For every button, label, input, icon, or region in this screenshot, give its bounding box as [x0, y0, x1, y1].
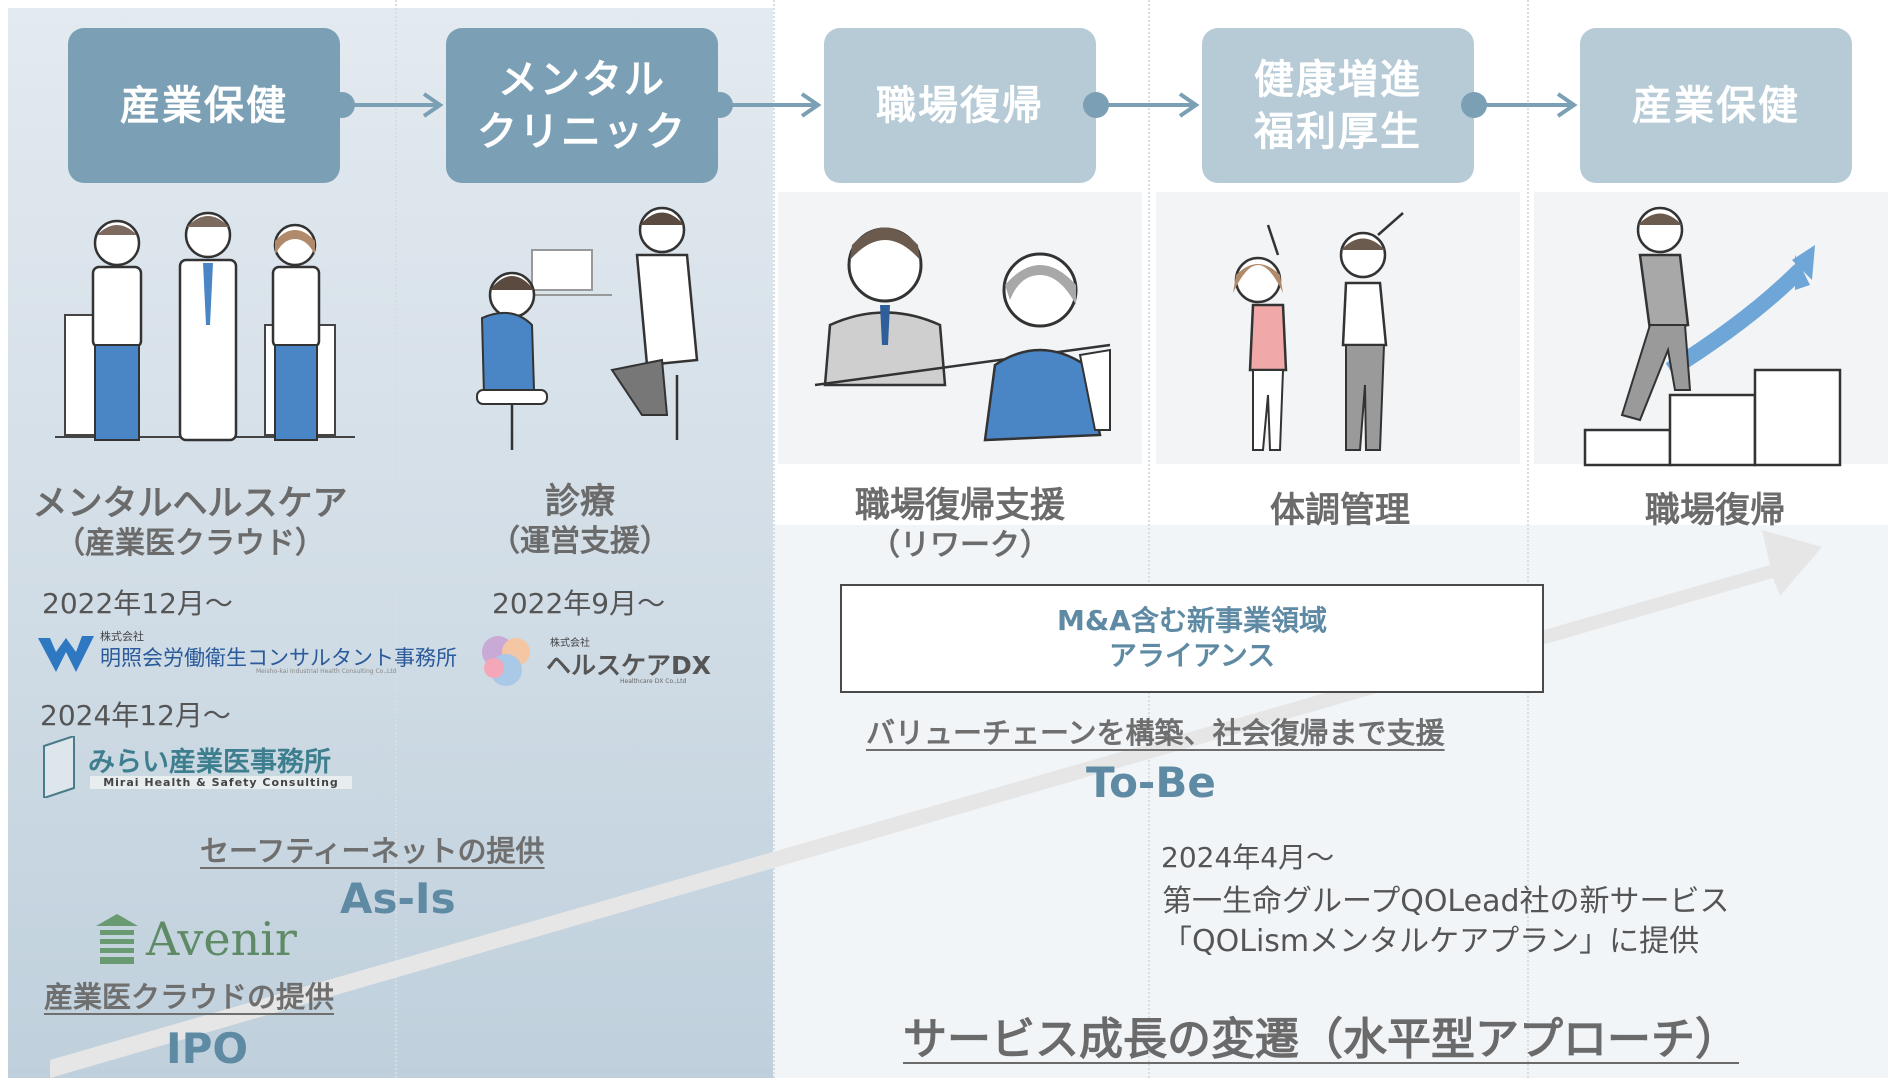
healthcare-dx-logo-icon	[482, 636, 530, 686]
page-title: サービス成長の変遷（水平型アプローチ）	[903, 1014, 1739, 1065]
start-date-healthcare-dx: 2022年9月～	[492, 587, 666, 620]
avenir-building-icon	[96, 914, 138, 964]
return-to-work-meeting-illustration	[814, 227, 1111, 442]
start-date-mirai: 2024年12月～	[40, 699, 231, 732]
service-sub: （産業医クラウド）	[55, 526, 325, 561]
column-divider	[395, 0, 397, 1078]
as-is-label: As-Is	[340, 874, 456, 923]
service-main: 職場復帰	[1644, 491, 1785, 531]
column-divider	[1527, 0, 1529, 1078]
mirai-logo-name: みらい産業医事務所	[88, 747, 331, 778]
mirai-logo-en: Mirai Health & Safety Consulting	[90, 776, 352, 789]
health-stretching-illustration	[1233, 212, 1404, 451]
start-date-qolead: 2024年4月～	[1161, 841, 1335, 874]
stage-occupational-health: 産業保健	[68, 28, 340, 183]
stage-health-promotion: 健康増進 福利厚生	[1202, 28, 1474, 183]
stage-occupational-health-2: 産業保健	[1580, 28, 1852, 183]
service-label-clinic: 診療 （運営支援）	[455, 481, 705, 561]
stage-connectors	[329, 92, 1578, 118]
ipo-label: IPO	[166, 1024, 249, 1073]
service-label-return-support: 職場復帰支援 （リワーク）	[810, 485, 1110, 565]
column-divider	[773, 0, 775, 1078]
value-chain-label: バリューチェーンを構築、社会復帰まで支援	[866, 716, 1445, 750]
avenir-logo: Avenir	[94, 912, 314, 968]
safety-net-label: セーフティーネットの提供	[200, 834, 545, 868]
column-divider	[1148, 0, 1150, 1078]
service-main: メンタルヘルスケア	[32, 484, 348, 524]
qolead-description: 第一生命グループQOLead社の新サービス 「QOLismメンタルケアプラン」に…	[1162, 884, 1730, 959]
service-main: 職場復帰支援	[854, 486, 1065, 526]
meisho-logo-icon	[38, 636, 94, 672]
meisho-logo-name: 明照会労働衛生コンサルタント事務所	[100, 646, 457, 670]
healthcare-dx-logo-small: 株式会社	[550, 638, 590, 649]
to-be-label: To-Be	[1086, 758, 1216, 807]
avenir-logo-text: Avenir	[146, 912, 297, 966]
healthcare-dx-logo-en: Healthcare DX Co.,Ltd	[620, 678, 687, 685]
sangyoui-cloud-label: 産業医クラウドの提供	[44, 980, 335, 1014]
service-main: 体調管理	[1269, 491, 1410, 531]
stage-return-to-work: 職場復帰	[824, 28, 1096, 183]
service-sub: （運営支援）	[490, 524, 670, 559]
healthcare-dx-logo-name: ヘルスケアDX	[546, 651, 712, 680]
service-label-return: 職場復帰	[1575, 490, 1855, 532]
service-sub: （リワーク）	[870, 528, 1050, 563]
service-label-mental-health: メンタルヘルスケア （産業医クラウド）	[30, 483, 350, 563]
stairs-climbing-illustration	[1583, 206, 1842, 467]
medical-staff-illustration	[55, 211, 355, 442]
service-main: 診療	[544, 482, 615, 522]
clinic-consultation-illustration	[476, 206, 699, 450]
start-date-meisho: 2022年12月～	[42, 587, 233, 620]
healthcare-dx-logo: 株式会社 ヘルスケアDX Healthcare DX Co.,Ltd	[476, 630, 711, 690]
service-label-health-management: 体調管理	[1200, 490, 1480, 532]
stage-mental-clinic: メンタル クリニック	[446, 28, 718, 183]
meisho-logo: 株式会社 明照会労働衛生コンサルタント事務所 Meisho-kai Indust…	[36, 628, 457, 680]
meisho-logo-en: Meisho-kai Industrial Health Consulting …	[256, 668, 397, 675]
meisho-logo-small: 株式会社	[100, 630, 144, 643]
alliance-box: M&A含む新事業領域 アライアンス	[840, 584, 1544, 693]
illustration-panel	[1156, 192, 1520, 464]
mirai-logo: みらい産業医事務所 Mirai Health & Safety Consulti…	[40, 736, 360, 798]
mirai-logo-icon	[43, 736, 75, 798]
